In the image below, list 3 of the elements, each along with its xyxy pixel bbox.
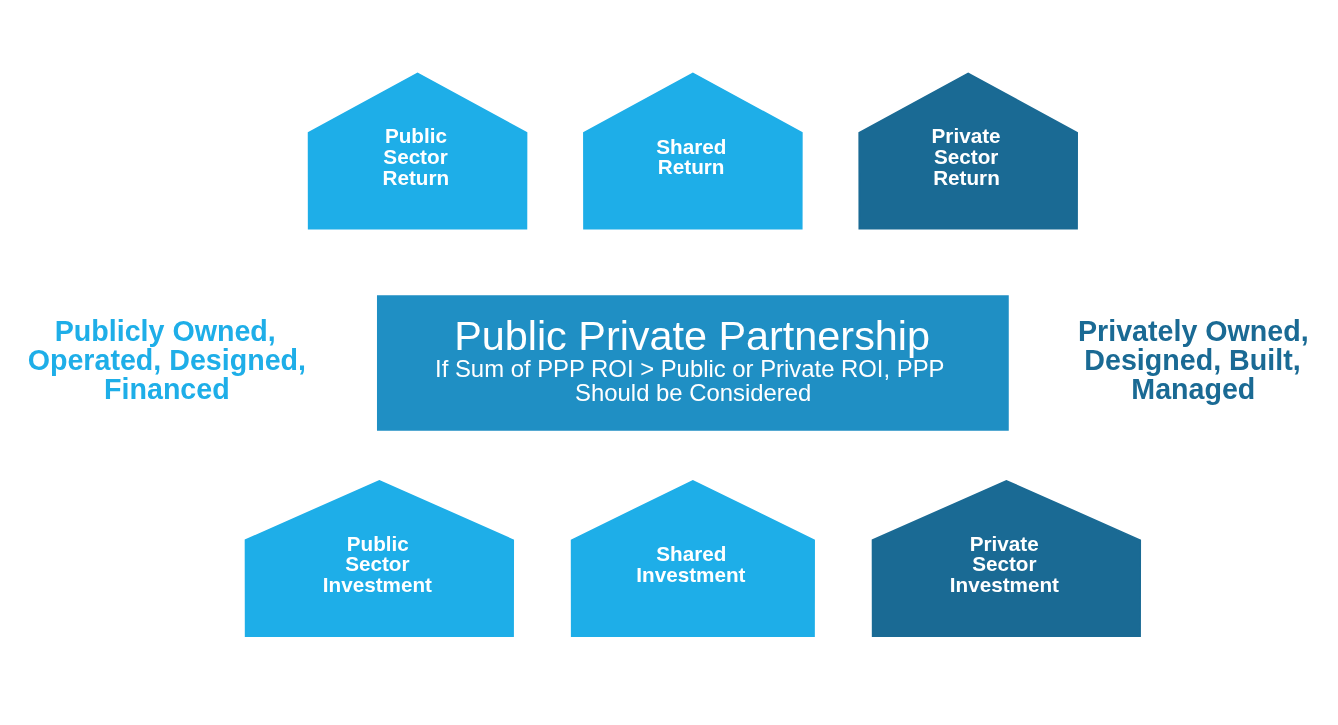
- node-box: Public Private Partnership If Sum of PPP ROI > Public or Private ROI, PPP Should be Considered: [376, 294, 1009, 431]
- label: Privately Owned, Designed, Built, Managed: [1077, 314, 1309, 405]
- label: Publicly Owned, Operated, Designed, Financed: [27, 314, 307, 405]
